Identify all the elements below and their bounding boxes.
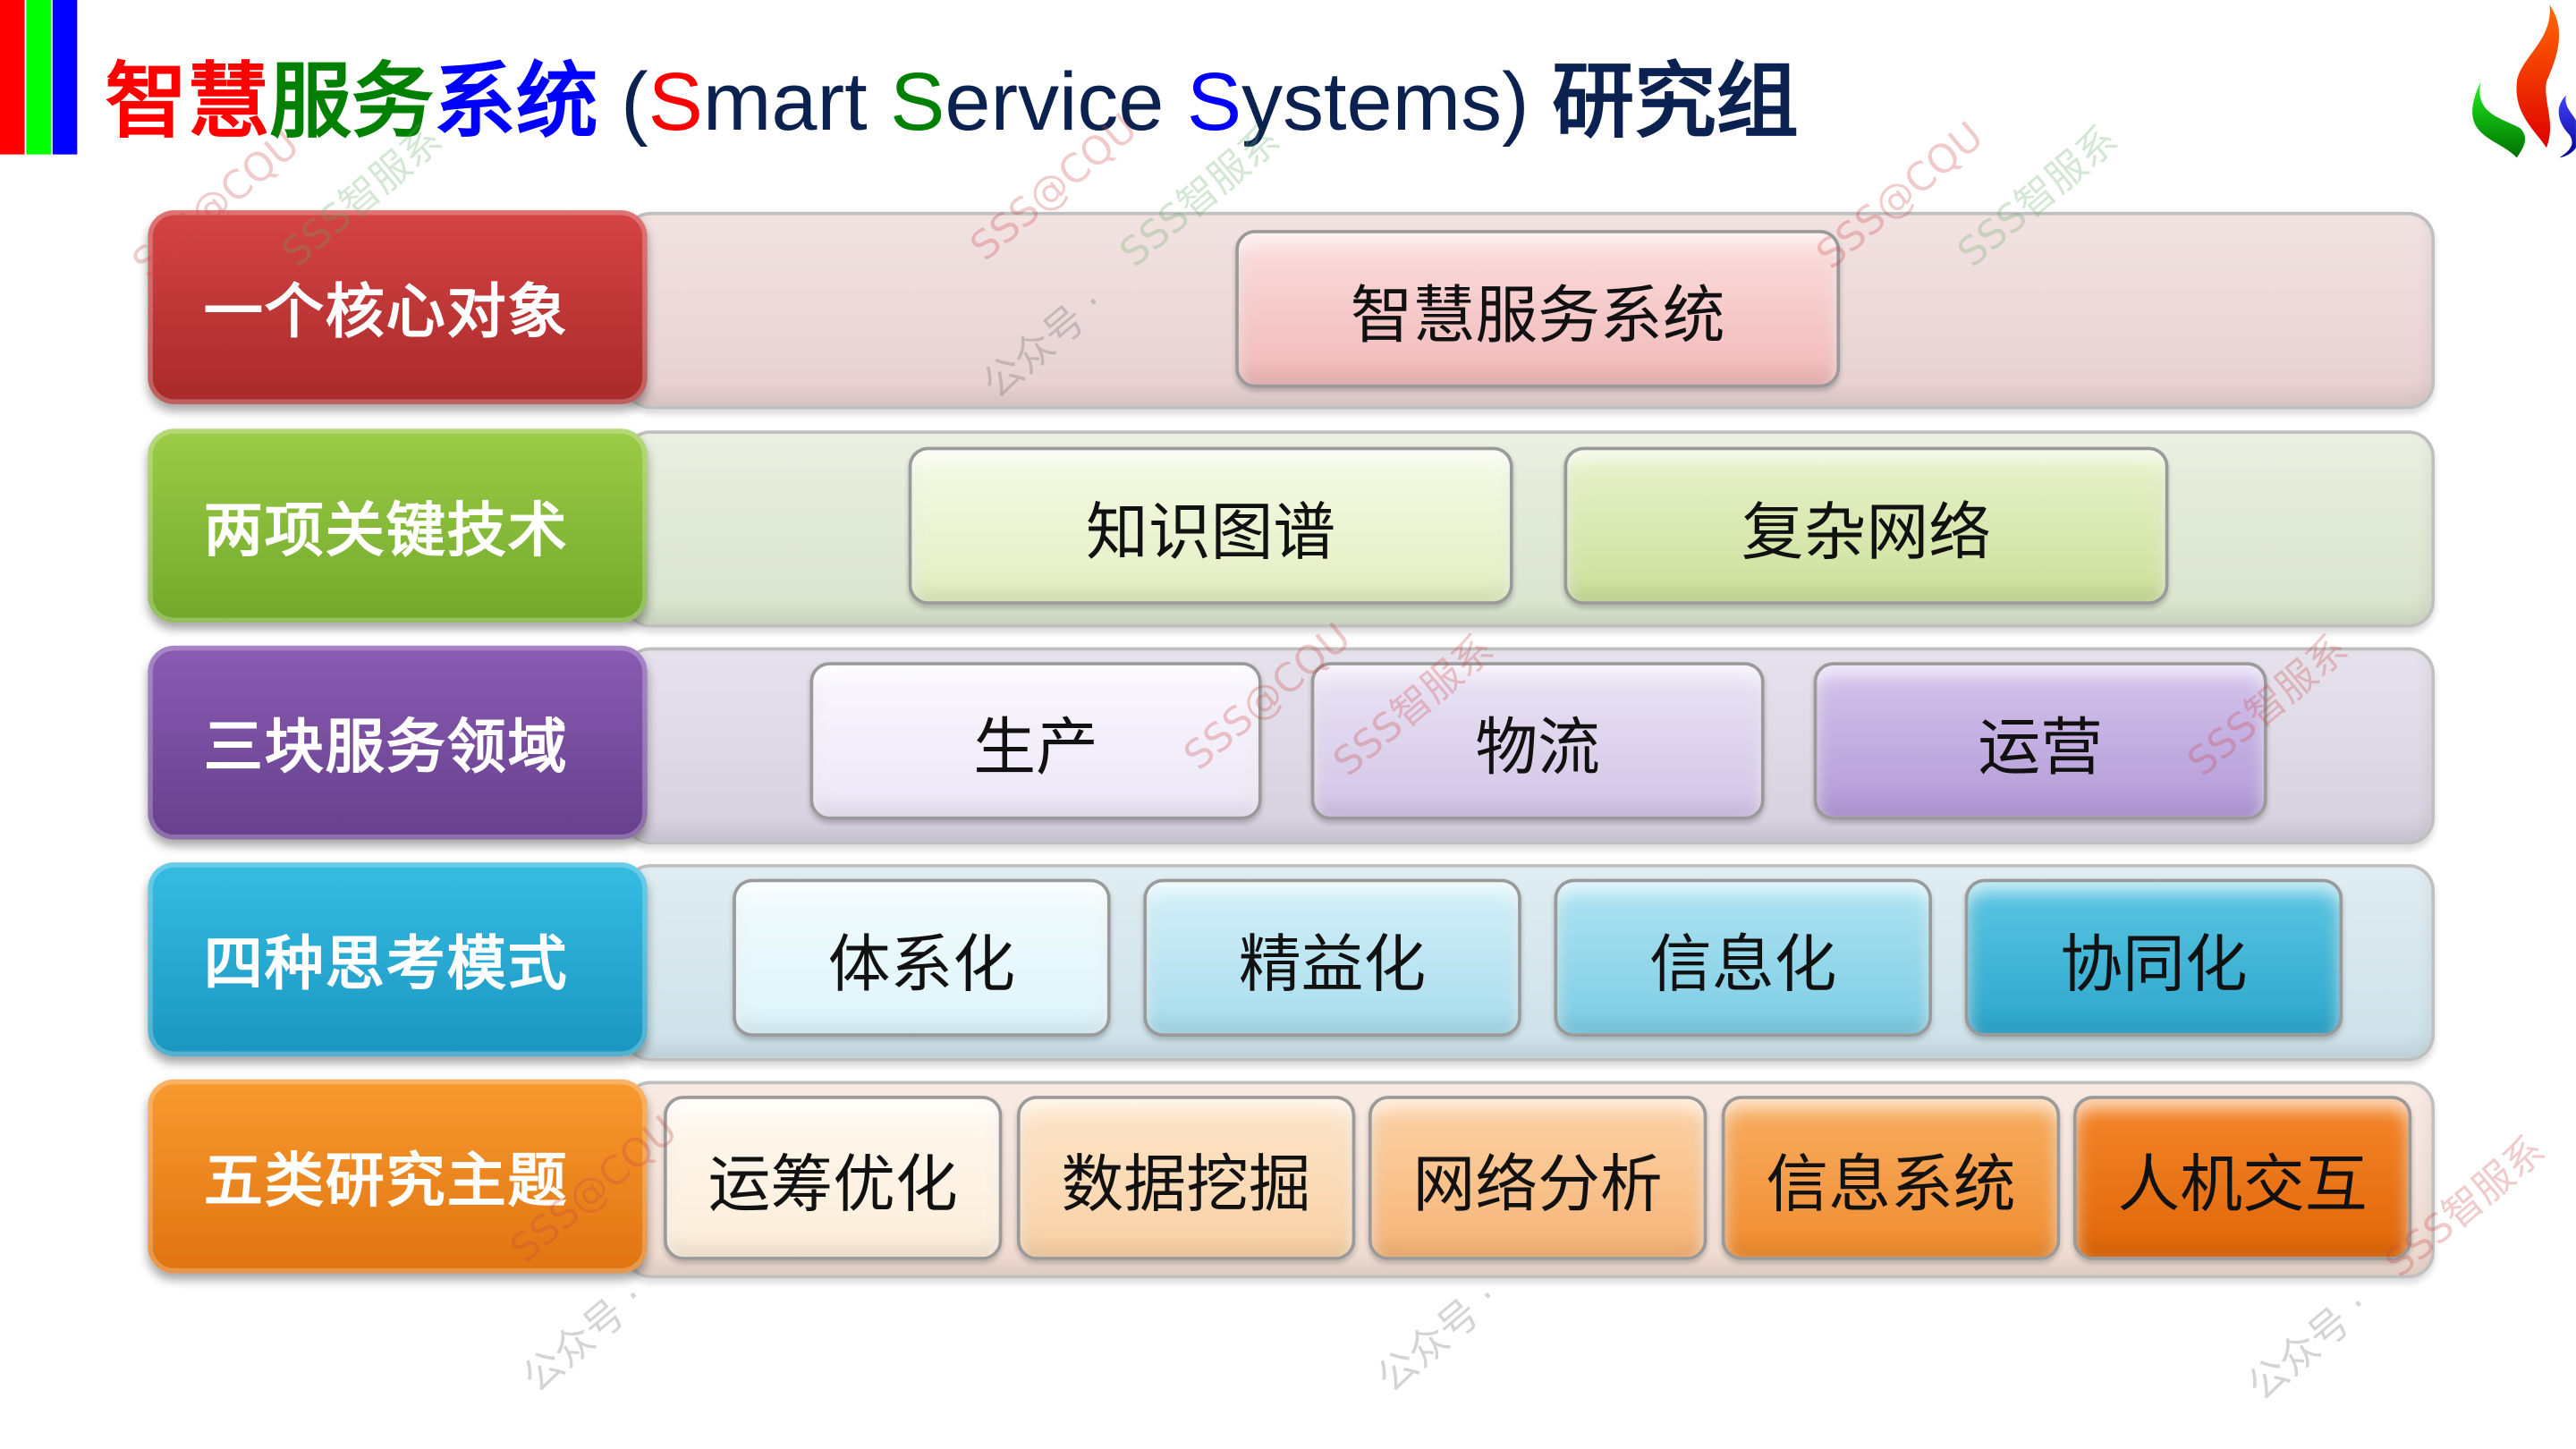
page-title: 智慧服务系统 (Smart Service Systems) 研究组 — [106, 36, 1799, 154]
item-systematization: 体系化 — [733, 878, 1111, 1037]
title-part: S — [1186, 55, 1242, 148]
item-production: 生产 — [809, 662, 1262, 820]
title-part: ervice — [945, 55, 1187, 148]
row-label-key-technologies: 两项关键技术 — [148, 428, 648, 623]
item-informatization: 信息化 — [1554, 878, 1932, 1037]
item-operations-research: 运筹优化 — [664, 1096, 1003, 1260]
title-part: ystems) — [1241, 55, 1553, 148]
title-part: 智慧 — [105, 54, 270, 150]
row-label-research-topics: 五类研究主题 — [148, 1079, 648, 1274]
watermark: 公众号 · — [513, 1274, 654, 1402]
red-stripe — [0, 0, 25, 155]
item-smart-service-system: 智慧服务系统 — [1235, 230, 1841, 388]
row-label-thinking-modes: 四种思考模式 — [148, 862, 648, 1056]
item-knowledge-graph: 知识图谱 — [908, 446, 1513, 605]
item-complex-network: 复杂网络 — [1563, 446, 2169, 605]
watermark: 公众号 · — [1368, 1274, 1508, 1402]
blue-stripe — [52, 0, 78, 155]
item-logistics: 物流 — [1310, 662, 1765, 820]
watermark: 公众号 · — [2239, 1282, 2378, 1411]
green-stripe — [26, 0, 51, 155]
title-part: 研究组 — [1552, 54, 1799, 150]
item-operations: 运营 — [1813, 662, 2267, 820]
row-label-service-domains: 三块服务领域 — [148, 645, 648, 840]
item-lean: 精益化 — [1143, 878, 1521, 1037]
title-part: mart — [702, 55, 891, 148]
title-part: S — [890, 55, 945, 148]
item-network-analysis: 网络分析 — [1368, 1096, 1707, 1260]
title-part: S — [648, 55, 703, 148]
title-part: ( — [597, 55, 648, 148]
item-information-systems: 信息系统 — [1721, 1096, 2061, 1260]
item-human-computer-interaction: 人机交互 — [2072, 1096, 2412, 1260]
title-part: 系统 — [433, 54, 598, 150]
flame-logo-icon — [2472, 4, 2576, 158]
item-collaboration: 协同化 — [1964, 878, 2343, 1037]
title-part: 服务 — [269, 54, 434, 150]
row-label-core-object: 一个核心对象 — [148, 210, 648, 404]
item-data-mining: 数据挖掘 — [1016, 1096, 1356, 1260]
